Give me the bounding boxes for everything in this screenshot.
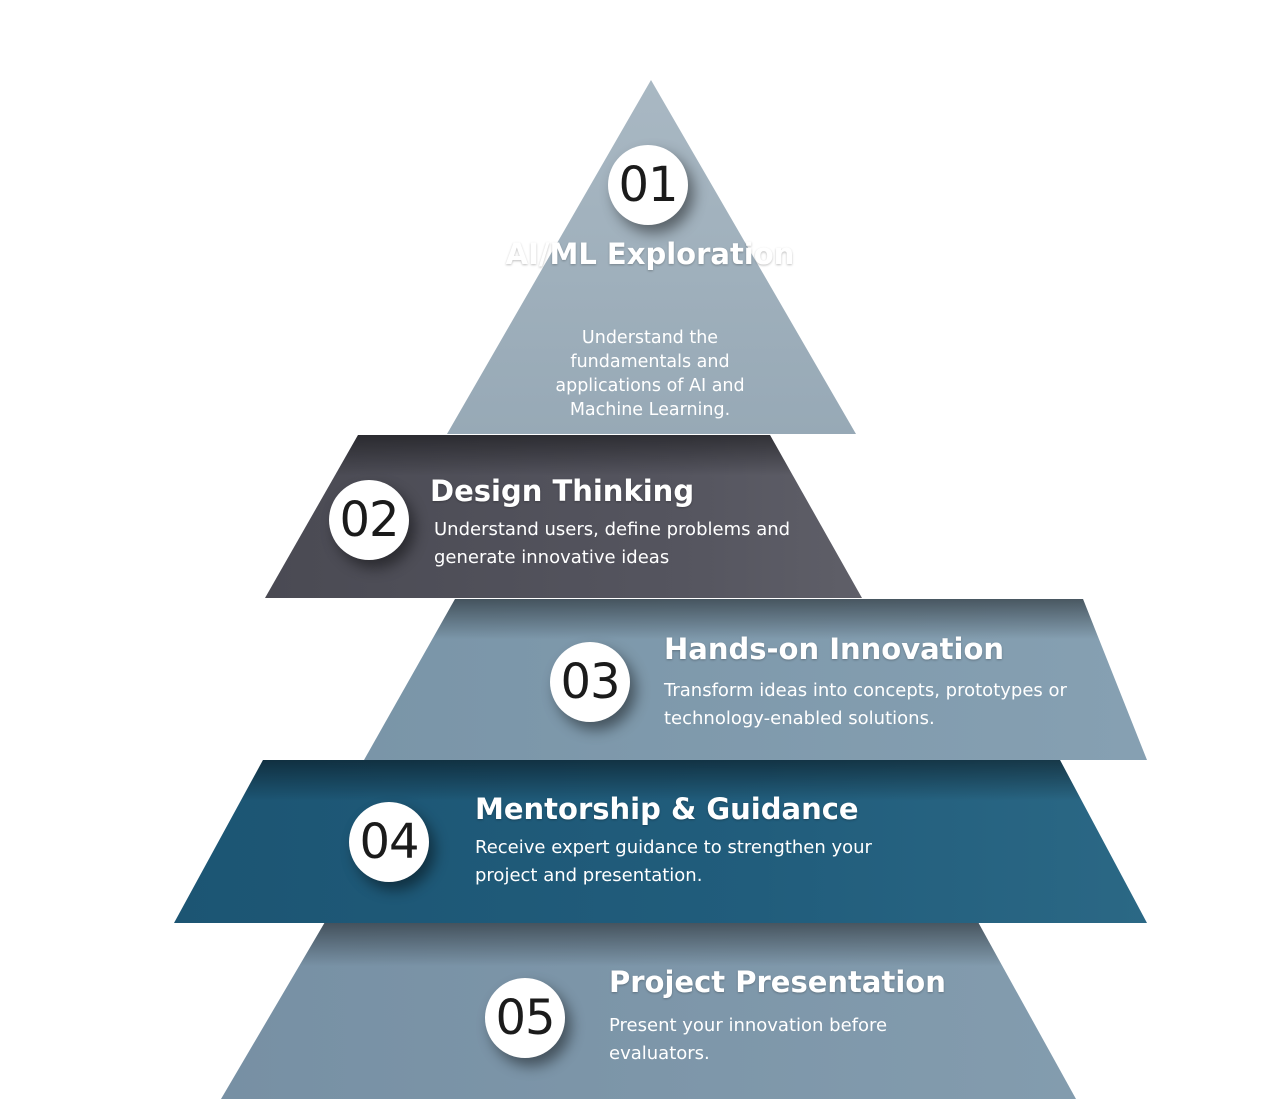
level-4-number-badge: 04 <box>349 802 429 882</box>
level-3-shade <box>364 599 1147 760</box>
level-5-number-badge: 05 <box>485 978 565 1058</box>
level-4-description: Receive expert guidance to strengthen yo… <box>475 837 872 886</box>
level-5-description: Present your innovation before evaluator… <box>609 1015 888 1064</box>
level-3-title: Hands-on Innovation <box>664 632 1005 666</box>
level-3-number: 03 <box>560 654 620 710</box>
level-4-title: Mentorship & Guidance <box>475 792 859 826</box>
level-5-shade <box>221 922 1076 1099</box>
level-1-number-badge: 01 <box>608 145 688 225</box>
level-4-number: 04 <box>359 814 419 870</box>
level-2-number: 02 <box>339 492 399 548</box>
level-1-triangle <box>447 80 856 434</box>
level-1-description: Understand the fundamentals and applicat… <box>555 328 745 420</box>
level-2-title: Design Thinking <box>430 474 695 508</box>
level-2-description: Understand users, define problems and ge… <box>434 519 791 568</box>
level-3-number-badge: 03 <box>550 642 630 722</box>
level-2-number-badge: 02 <box>329 480 409 560</box>
level-1-number: 01 <box>618 157 678 213</box>
level-5-title: Project Presentation <box>609 965 946 999</box>
level-3-description: Transform ideas into concepts, prototype… <box>664 680 1067 729</box>
level-5-number: 05 <box>495 990 555 1046</box>
level-2-shade <box>265 435 862 598</box>
level-4-shade <box>174 760 1147 923</box>
level-1-title: AI/ML Exploration <box>505 237 795 271</box>
